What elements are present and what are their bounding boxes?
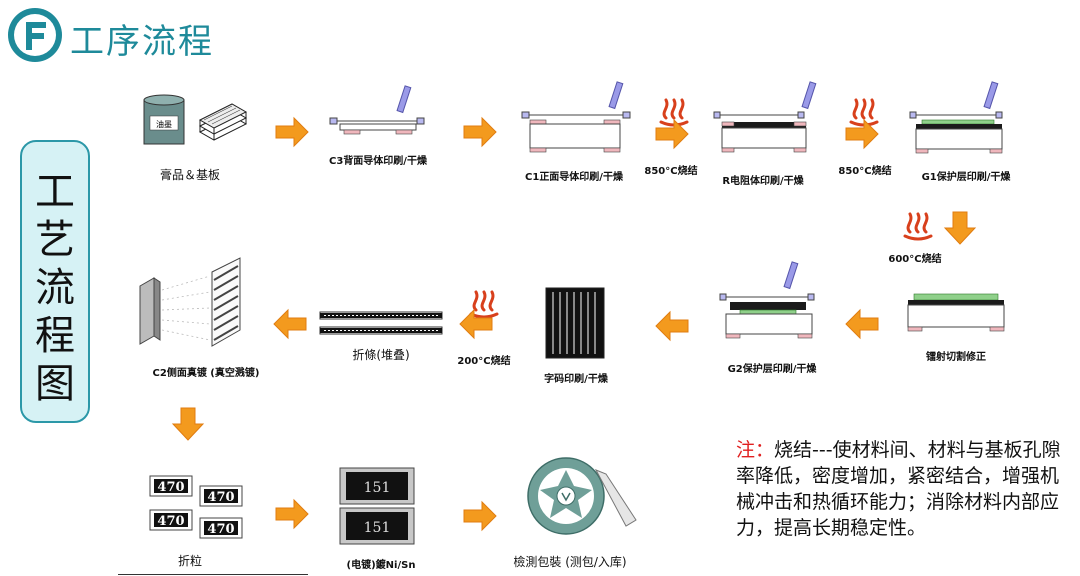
chip-pieces-graphic: 470 470 470 470 — [149, 475, 243, 539]
step-caption-strip-break: 折條(堆叠) — [352, 348, 410, 362]
chip-code: 470 — [157, 480, 184, 495]
chip-code: 470 — [157, 514, 184, 529]
process-diagram-label-box: 工 艺 流 程 图 — [20, 140, 90, 423]
note-text: 烧结---使材料间、材料与基板孔隙率降低，密度增加，紧密结合，增强机械冲击和热循… — [736, 439, 1061, 539]
label-char: 艺 — [35, 217, 75, 263]
label-char: 工 — [35, 169, 75, 215]
step-caption-c1-front-print: C1正面导体印刷/干燥 — [525, 172, 623, 183]
ink-jar-icon: 油墨 — [143, 94, 185, 145]
step-caption-paste-substrate: 膏品＆基板 — [159, 168, 220, 182]
label-char: 图 — [35, 361, 75, 407]
marking-print-panel — [545, 287, 605, 359]
note-label: 注： — [736, 439, 775, 461]
chip-code: 470 — [207, 490, 234, 505]
g2-protect-print-graphic — [719, 261, 815, 339]
r-resistor-print-graphic — [713, 81, 817, 153]
sputter-graphic — [139, 257, 241, 347]
step-caption-g2-protect-print: G2保护层印刷/干燥 — [727, 364, 817, 375]
step-caption-r-resistor-print: R电阻体印刷/干燥 — [722, 176, 804, 187]
step-caption-chip-break: 折粒 — [177, 554, 202, 568]
divider-line — [118, 574, 308, 575]
step-caption-laser-trim: 镭射切割修正 — [926, 352, 986, 363]
step-caption-g1-protect-print: G1保护层印刷/干燥 — [921, 172, 1011, 183]
label-char: 程 — [35, 313, 75, 359]
strip-stack-graphic — [319, 311, 443, 335]
substrate-stack-icon — [198, 103, 248, 141]
ink-jar-label: 油墨 — [156, 119, 172, 129]
label-char: 流 — [35, 265, 75, 311]
step-caption-marking-print: 字码印刷/干燥 — [544, 374, 608, 385]
c3-back-print-graphic — [329, 85, 425, 135]
process-diagram-label: 工 艺 流 程 图 — [22, 168, 88, 408]
firing-caption-850-1: 850°C烧结 — [644, 166, 698, 177]
c1-front-print-graphic — [521, 81, 631, 153]
step-caption-plating: (电镀)鍍Ni/Sn — [346, 560, 416, 571]
g1-protect-print-graphic — [909, 81, 1003, 154]
step-caption-c3-back-print: C3背面导体印刷/干燥 — [329, 156, 427, 167]
plated-chip-graphic: 151 151 — [339, 467, 415, 545]
chip-code: 470 — [207, 522, 234, 537]
firing-caption-200: 200°C烧结 — [457, 356, 511, 367]
laser-trim-graphic — [907, 293, 1005, 332]
chip-code: 151 — [364, 480, 391, 496]
chip-code: 151 — [364, 520, 391, 536]
page-title: 工序流程 — [70, 22, 214, 62]
sintering-note: 注：烧结---使材料间、材料与基板孔隙率降低，密度增加，紧密结合，增强机械冲击和… — [736, 437, 1066, 541]
firing-caption-600: 600°C烧结 — [888, 254, 942, 265]
step-caption-sputter: C2侧面真镀 (真空溅镀) — [152, 368, 260, 379]
company-logo — [6, 6, 64, 64]
tape-reel-icon — [527, 457, 637, 535]
step-caption-inspect-pack: 檢測包裝 (测包/入库) — [513, 555, 627, 569]
firing-caption-850-2: 850°C烧结 — [838, 166, 892, 177]
